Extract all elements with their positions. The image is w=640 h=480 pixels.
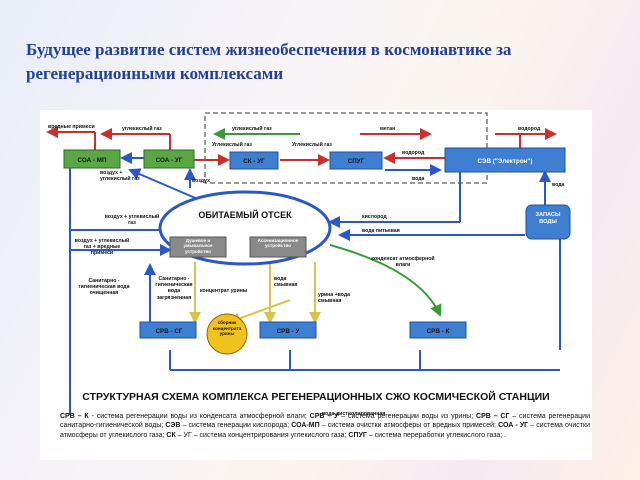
flow-label-urine-flush-wrap: урина +вода смывная <box>318 292 351 304</box>
label-device-assim: Ассенизационное устройство <box>257 238 299 249</box>
flow-label-air: воздух <box>192 178 210 184</box>
flow-label-urine-conc-wrap: концентрат урины <box>200 288 248 294</box>
diagram-caption: СТРУКТУРНАЯ СХЕМА КОМПЛЕКСА РЕГЕНЕРАЦИОН… <box>82 390 549 403</box>
box-soa-mp <box>63 149 121 169</box>
flow-label-air-co2-wrap: воздух + углекислый газ <box>100 170 140 182</box>
flow-label-co2-d: Углекислый газ <box>292 141 332 148</box>
diagram-svg: СОА - МП СОА - УГ СК - УГ СПУГ СЭВ ("Эле… <box>46 112 571 417</box>
flow-label-flush-wrap: вода смывная <box>274 276 298 288</box>
flow-label-harmful: вредные примеси <box>48 124 95 130</box>
flow-label-urine-conc: концентрат урины <box>200 288 248 294</box>
flow-label-oxygen: кислород <box>362 214 387 220</box>
flow-label-sanitary-dirty: Санитарно - гигиеническая вода загрязнен… <box>155 276 193 301</box>
legend-term-spug: СПУГ <box>348 431 367 439</box>
box-device-assim <box>249 236 307 258</box>
label-soa-mp: СОА - МП <box>77 157 107 164</box>
label-water-reserve-wrap: ЗАПАСЫ ВОДЫ <box>535 212 561 225</box>
label-urine-collect-wrap: сборник концентрата урины <box>212 320 242 337</box>
flow-label-sanitary-dirty-wrap: Санитарно - гигиеническая вода загрязнен… <box>155 276 193 301</box>
legend-term-srv-sg: СРВ – СГ <box>476 413 510 420</box>
legend-def-srv-u: – система регенерации воды из урины; <box>338 413 477 420</box>
label-srv-k: СРВ - К <box>427 328 450 335</box>
legend-def-soa-mp: – система очистки атмосферы от вредных п… <box>319 422 499 430</box>
flow-label-flush: вода смывная <box>274 276 298 288</box>
flow-label-condensate: конденсат атмосферной влаги <box>371 256 435 268</box>
flow-label-sanitary-clean: Санитарно - гигиеническая вода очищенная <box>78 278 130 297</box>
legend-def-sev: – система генерации кислорода; <box>180 422 292 430</box>
legend-term-sk: СК <box>166 431 176 439</box>
box-srv-sg <box>139 321 197 339</box>
box-srv-u <box>259 321 317 339</box>
flow-label-sanitary-clean-wrap: Санитарно - гигиеническая вода очищенная <box>78 278 130 297</box>
label-sev: СЭВ ("Электрон") <box>478 158 533 165</box>
box-urine-collect <box>206 313 248 355</box>
flow-label-air-co2-b-wrap: воздух + углекислый газ <box>104 214 160 226</box>
flow-label-co2-c: Углекислый газ <box>212 141 252 148</box>
flow-label-air-co2-harmful-wrap: воздух + углекислый газ + вредные примес… <box>74 238 130 256</box>
legend-term-sev: СЭВ <box>165 422 181 430</box>
flow-label-hydrogen-b: водород <box>402 150 425 156</box>
flow-label-water-b: вода <box>552 182 565 188</box>
label-device-air: Душевое и умывальное устройство <box>183 238 213 254</box>
legend-term-srv-k: СРВ – К <box>60 413 89 420</box>
box-water-reserve <box>525 204 571 240</box>
flow-label-drinking: вода питьевая <box>362 228 400 234</box>
label-urine-collect: сборник концентрата урины <box>212 320 242 337</box>
label-device-assim-wrap: Ассенизационное устройство <box>257 238 299 249</box>
flow-label-hydrogen-a: водород <box>518 126 541 132</box>
flow-label-co2-b: углекислый газ <box>232 125 272 132</box>
legend-term-soa-ug: СОА - УГ <box>498 422 529 430</box>
box-soa-ug <box>143 149 195 169</box>
label-sk-ug: СК - УГ <box>243 158 265 165</box>
flow-condensate <box>329 244 442 317</box>
legend-term-soa-mp: СОА-МП <box>291 422 320 430</box>
box-sk-ug <box>229 151 279 170</box>
label-srv-u: СРВ - У <box>277 328 300 335</box>
flow-label-distilled: вода дистиллированная <box>322 411 385 417</box>
legend-def-srv-sg: – система регенерации санитарно-гигиенич… <box>60 413 590 430</box>
diagram-legend: СРВ – К - система регенерации воды из ко… <box>60 412 590 440</box>
diagram-figure: СОА - МП СОА - УГ СК - УГ СПУГ СЭВ ("Эле… <box>40 110 592 460</box>
legend-def-soa-ug: – система очистки атмосферы от углекисло… <box>60 422 590 439</box>
label-habitable: ОБИТАЕМЫЙ ОТСЕК <box>198 209 292 220</box>
legend-term-srv-u: СРВ – У <box>309 413 339 420</box>
label-srv-sg: СРВ - СГ <box>155 328 182 335</box>
label-soa-ug: СОА - УГ <box>156 157 183 164</box>
flow-air-a <box>128 168 201 201</box>
legend-def-sk: – УГ – система концентрирования углекисл… <box>175 431 349 439</box>
box-device-air <box>169 236 227 258</box>
label-spug: СПУГ <box>348 158 365 165</box>
flow-label-condensate-wrap: конденсат атмосферной влаги <box>371 256 435 268</box>
flow-label-air-co2-b: воздух + углекислый газ <box>104 214 160 226</box>
box-sev <box>444 147 566 173</box>
label-device-air-wrap: Душевое и умывальное устройство <box>183 238 213 254</box>
legend-def-srv-k: - система регенерации воды из конденсата… <box>88 413 310 420</box>
flow-label-air-co2: воздух + углекислый газ <box>100 170 140 182</box>
slide-title: Будущее развитие систем жизнеобеспечения… <box>26 40 512 83</box>
flow-label-co2-a: углекислый газ <box>122 125 162 132</box>
flow-label-water-a: вода <box>412 176 425 182</box>
flow-label-air-co2-harmful: воздух + углекислый газ + вредные примес… <box>74 238 130 256</box>
flow-label-methane: метан <box>380 126 395 132</box>
label-water-reserve: ЗАПАСЫ ВОДЫ <box>535 212 561 225</box>
box-spug <box>329 151 383 170</box>
box-srv-k <box>409 321 467 339</box>
legend-def-spug: – система переработки углекислого газа; … <box>366 431 507 439</box>
flow-label-urine-flush: урина +вода смывная <box>318 292 351 304</box>
